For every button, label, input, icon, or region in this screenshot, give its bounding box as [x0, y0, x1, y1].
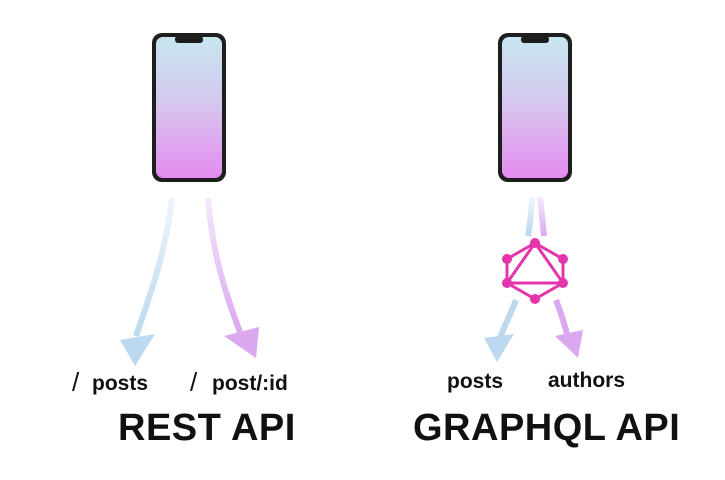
rest-api-title: REST API: [118, 407, 296, 449]
rest-arrow-posts: [120, 197, 175, 366]
graphql-arrow-authors: [553, 298, 583, 358]
rest-client-smartphone-icon: [152, 33, 226, 182]
graphql-api-title: GRAPHQL API: [413, 407, 681, 449]
graphql-client-smartphone-icon: [498, 33, 572, 182]
rest-slash-icon-2: /: [190, 367, 198, 397]
rest-endpoint-posts: posts: [92, 372, 149, 395]
rest-slash-icon: /: [72, 367, 80, 397]
graphql-logo-icon: [502, 238, 568, 304]
rest-endpoint-post-id: post/:id: [212, 372, 288, 395]
graphql-arrow-posts: [484, 298, 519, 362]
rest-arrow-post-id: [205, 197, 259, 358]
graphql-arrow-upper-right: [537, 196, 547, 237]
graphql-field-posts: posts: [447, 370, 504, 393]
graphql-field-authors: authors: [548, 369, 626, 392]
graphql-arrow-upper-left: [525, 196, 535, 237]
